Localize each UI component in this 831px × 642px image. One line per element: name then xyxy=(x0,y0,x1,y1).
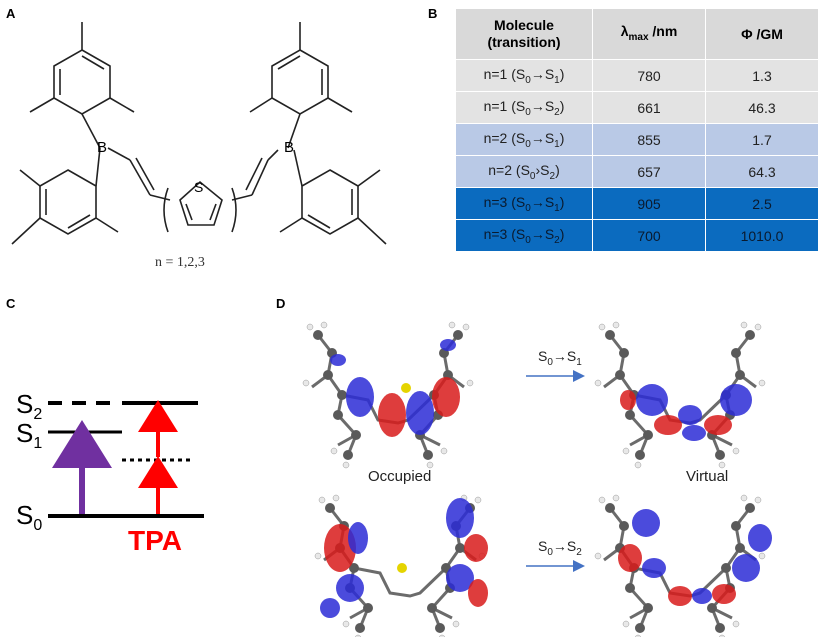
phi-cell: 46.3 xyxy=(705,91,819,124)
header-phi: Φ /GM xyxy=(705,8,819,60)
header-molecule: Molecule (transition) xyxy=(455,8,593,60)
boron-atom-right: B xyxy=(284,139,294,156)
phi-cell: 1010.0 xyxy=(705,219,819,252)
molecule-cell: n=2 (S0→S1) xyxy=(455,123,593,156)
transition-label-s1: S0→S1 xyxy=(538,348,582,368)
table-row: n=3 (S0→S1) 905 2.5 xyxy=(455,187,819,220)
table-row: n=2 (S0→S1) 855 1.7 xyxy=(455,123,819,156)
orbital-occupied-s2 xyxy=(313,493,488,642)
table-row: n=2 (S0›S2) 657 64.3 xyxy=(455,155,819,188)
panel-label-b: B xyxy=(428,6,438,21)
phi-cell: 1.7 xyxy=(705,123,819,156)
boron-atom-left: B xyxy=(97,139,107,156)
orbital-virtual-s2 xyxy=(593,493,772,642)
s2-label: S2 xyxy=(16,389,42,423)
lambda-cell: 855 xyxy=(592,123,706,156)
molecule-structure-drawing: B B S xyxy=(11,22,387,245)
sulfur-atom: S xyxy=(194,179,203,195)
lambda-cell: 780 xyxy=(592,59,706,92)
panel-label-a: A xyxy=(6,6,16,21)
orbital-virtual-s1 xyxy=(593,320,767,470)
panel-b-table: Molecule (transition) λmax /nm Φ /GM n=1… xyxy=(455,8,825,252)
header-lambda-max: λmax /nm xyxy=(592,8,706,60)
panel-c-energy-diagram: S2 S1 S0 TPA xyxy=(0,300,290,637)
orbital-images xyxy=(301,320,772,642)
table-row: n=1 (S0→S1) 780 1.3 xyxy=(455,59,819,92)
phi-cell: 64.3 xyxy=(705,155,819,188)
molecule-cell: n=1 (S0→S2) xyxy=(455,91,593,124)
molecule-cell: n=3 (S0→S1) xyxy=(455,187,593,220)
molecule-cell: n=3 (S0→S2) xyxy=(455,219,593,252)
transition-label-s2: S0→S2 xyxy=(538,538,582,558)
panel-d-orbitals: S0→S1 S0→S2 Occupied Virtual xyxy=(290,300,831,642)
tpa-data-table: Molecule (transition) λmax /nm Φ /GM n=1… xyxy=(455,8,819,252)
energy-level-diagram: S2 S1 S0 TPA xyxy=(16,389,204,556)
table-row: n=3 (S0→S2) 700 1010.0 xyxy=(455,219,819,252)
orbital-occupied-s1 xyxy=(301,320,475,470)
s0-label: S0 xyxy=(16,500,42,534)
molecule-cell: n=1 (S0→S1) xyxy=(455,59,593,92)
lambda-cell: 657 xyxy=(592,155,706,188)
panel-label-c: C xyxy=(6,296,16,311)
phi-cell: 2.5 xyxy=(705,187,819,220)
molecule-cell: n=2 (S0›S2) xyxy=(455,155,593,188)
lambda-cell: 905 xyxy=(592,187,706,220)
virtual-label: Virtual xyxy=(686,468,729,485)
s1-label: S1 xyxy=(16,418,42,452)
table-row: n=1 (S0→S2) 661 46.3 xyxy=(455,91,819,124)
phi-cell: 1.3 xyxy=(705,59,819,92)
lambda-cell: 661 xyxy=(592,91,706,124)
repeat-count-label: n = 1,2,3 xyxy=(155,255,205,270)
panel-a-structure: B B S n = 1,2,3 xyxy=(0,0,440,280)
lambda-cell: 700 xyxy=(592,219,706,252)
panel-label-d: D xyxy=(276,296,286,311)
occupied-label: Occupied xyxy=(368,468,432,485)
tpa-label: TPA xyxy=(128,525,182,556)
